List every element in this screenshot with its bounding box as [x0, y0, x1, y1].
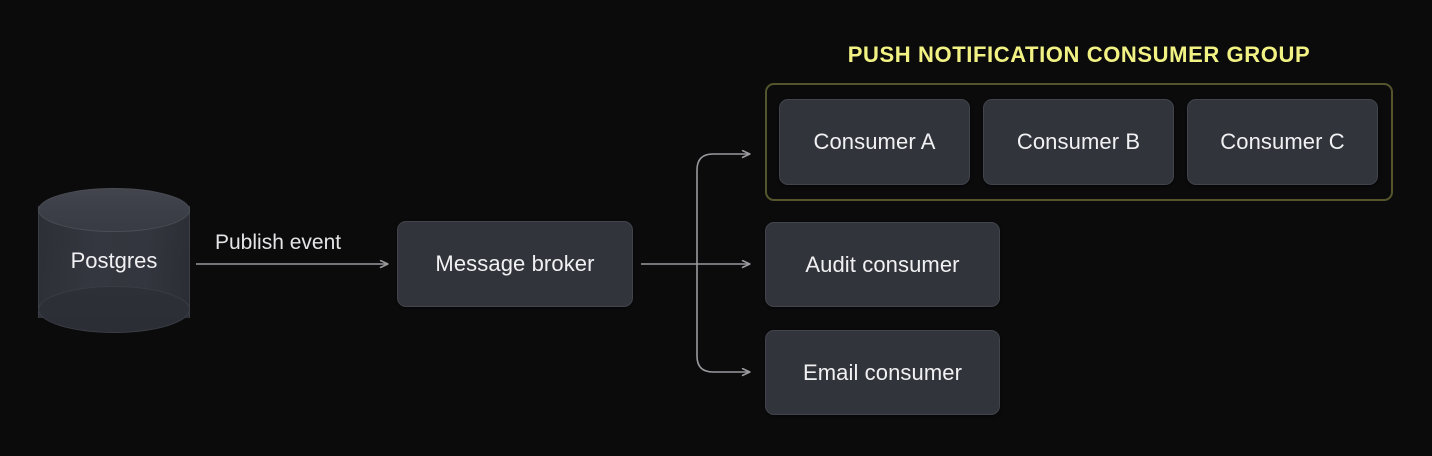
- node-email-consumer[interactable]: Email consumer: [765, 330, 1000, 415]
- node-consumer-b[interactable]: Consumer B: [983, 99, 1174, 185]
- database-cylinder-postgres: Postgres: [38, 188, 190, 333]
- node-consumer-c[interactable]: Consumer C: [1187, 99, 1378, 185]
- database-label: Postgres: [70, 247, 158, 273]
- cylinder-bottom-ellipse: [38, 286, 190, 333]
- consumer-group-title: PUSH NOTIFICATION CONSUMER GROUP: [847, 42, 1311, 67]
- node-audit-consumer-label: Audit consumer: [805, 251, 960, 277]
- node-message-broker-label: Message broker: [435, 251, 595, 276]
- node-consumer-a-label: Consumer A: [813, 129, 936, 154]
- node-email-consumer-label: Email consumer: [802, 359, 963, 385]
- consumer-group-frame: [765, 83, 1393, 201]
- node-message-broker[interactable]: Message broker: [397, 221, 633, 307]
- node-consumer-b-label: Consumer B: [1016, 129, 1141, 154]
- cylinder-top-ellipse: [38, 188, 190, 232]
- node-consumer-c-label: Consumer C: [1220, 129, 1345, 154]
- node-consumer-a[interactable]: Consumer A: [779, 99, 970, 185]
- edge-label-publish-event: Publish event: [215, 231, 342, 254]
- edge-to-email-consumer: [696, 264, 750, 372]
- edge-to-consumer-group: [696, 154, 750, 264]
- node-audit-consumer[interactable]: Audit consumer: [765, 222, 1000, 307]
